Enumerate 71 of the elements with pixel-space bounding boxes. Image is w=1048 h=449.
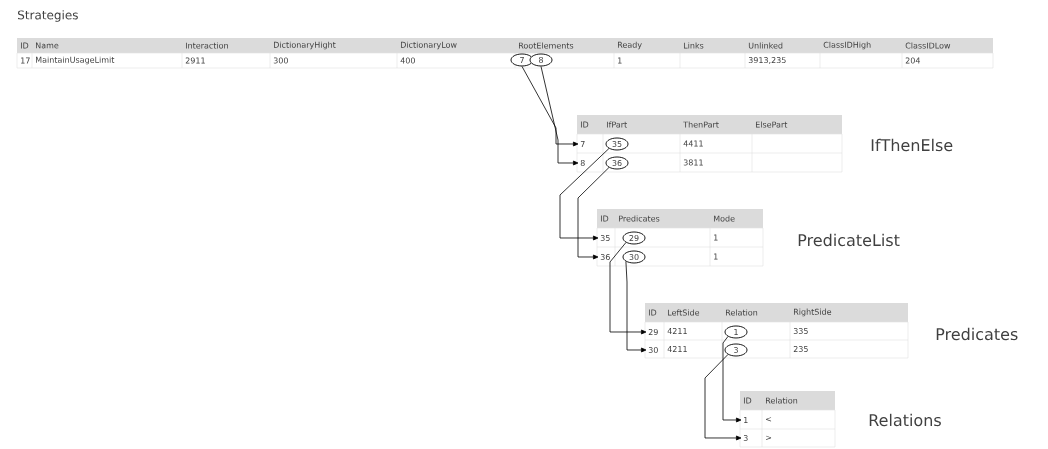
circled-value: 29 <box>622 231 646 245</box>
table-title: IfThenElse <box>871 138 953 152</box>
cell-text: MaintainUsageLimit <box>36 56 115 65</box>
arrow <box>625 261 647 353</box>
row-id: 8 <box>580 159 585 166</box>
cell-text: 3913,235 <box>748 57 786 64</box>
arrow <box>559 148 610 241</box>
circled-value: 30 <box>622 250 646 264</box>
column-header: ClassIDLow <box>905 42 951 49</box>
table-title: Predicates <box>936 327 1018 341</box>
row-id: 35 <box>600 234 610 241</box>
cell-text: 1 <box>714 253 718 260</box>
arrow <box>521 66 579 147</box>
column-header: ID <box>649 309 657 316</box>
row-id: 3 <box>743 434 748 441</box>
circled-value: 36 <box>605 156 629 170</box>
column-header: ID <box>581 121 589 128</box>
circled-value: 3 <box>724 343 748 357</box>
cell-text: > <box>766 435 772 440</box>
column-header: ID <box>21 42 29 49</box>
row-id: 1 <box>744 417 748 423</box>
arrow <box>704 354 742 441</box>
arrow <box>722 336 742 423</box>
column-header: Links <box>684 42 704 49</box>
column-header: Name <box>36 42 59 49</box>
table-title: PredicateList <box>798 233 900 247</box>
column-header: Relation <box>766 397 798 404</box>
column-header: DictionaryHight <box>274 41 336 50</box>
cell-text: 1 <box>714 234 718 241</box>
cell-text: 4411 <box>683 140 703 147</box>
circled-value: 35 <box>605 137 629 151</box>
column-header: Ready <box>618 41 642 50</box>
cell-text: < <box>766 417 772 422</box>
column-header: Relation <box>726 309 758 316</box>
column-header: ClassIDHigh <box>823 41 871 50</box>
cell-text: 3811 <box>683 159 703 166</box>
column-header: DictionaryLow <box>401 41 457 50</box>
circled-value: 8 <box>529 53 553 67</box>
arrow <box>577 167 610 260</box>
column-header: Unlinked <box>748 42 783 49</box>
column-header: Interaction <box>186 42 228 49</box>
circled-value: 1 <box>724 325 748 339</box>
cell-text: 204 <box>905 57 920 64</box>
cell-text: 300 <box>273 57 288 64</box>
column-header: ID <box>744 397 752 404</box>
column-header: RightSide <box>794 308 832 317</box>
cell-text: 2911 <box>185 57 205 64</box>
column-header: ID <box>601 215 609 222</box>
row-id: 30 <box>648 346 658 353</box>
column-header: Mode <box>714 215 735 222</box>
column-header: IfPart <box>607 121 627 128</box>
row-id: 7 <box>580 141 585 147</box>
column-header: ElsePart <box>756 121 788 128</box>
table-title: Relations <box>869 413 941 427</box>
cell-text: 17 <box>21 57 30 64</box>
cell-text: 4211 <box>667 328 687 334</box>
arrow <box>540 66 579 166</box>
table-title: Strategies <box>18 10 78 22</box>
column-header: RootElements <box>519 42 574 49</box>
cell-text: 1 <box>618 57 622 64</box>
cell-text: 235 <box>793 345 808 352</box>
row-id: 36 <box>600 253 610 260</box>
cell-text: 400 <box>400 57 415 64</box>
circled-value: 7 <box>510 53 534 67</box>
column-header: LeftSide <box>668 309 700 316</box>
cell-text: 4211 <box>667 346 687 352</box>
column-header: Predicates <box>619 215 660 222</box>
cell-text: 335 <box>793 327 808 334</box>
arrow <box>609 242 647 335</box>
row-id: 29 <box>648 328 658 335</box>
column-header: ThenPart <box>683 121 719 128</box>
